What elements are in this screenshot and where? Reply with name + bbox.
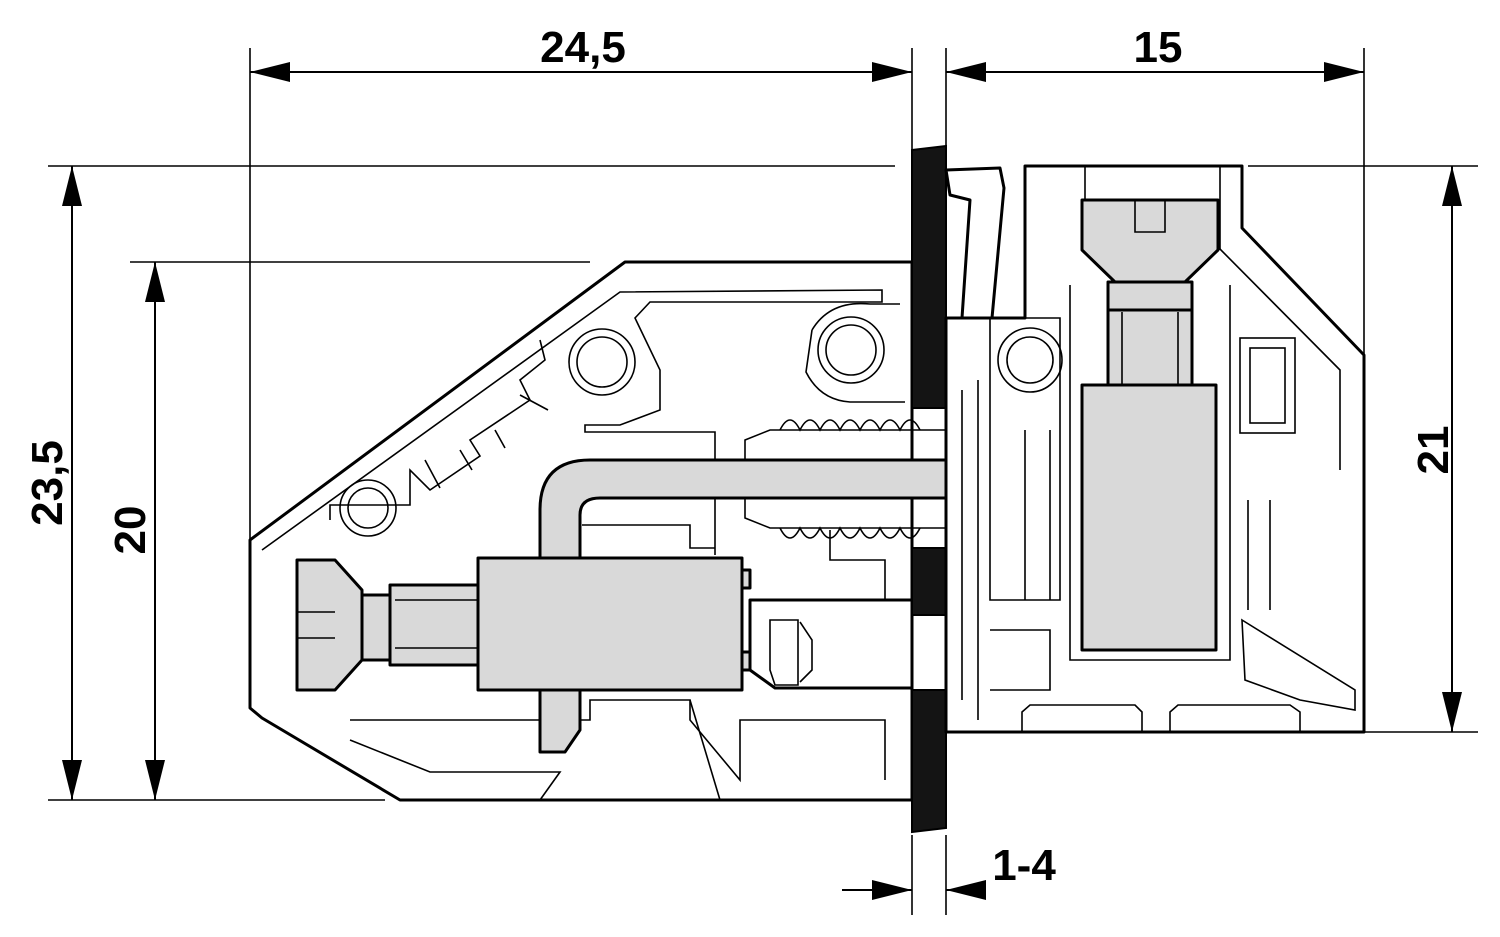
dim-label-body-height: 20 <box>106 506 155 555</box>
dimension-lines <box>48 48 1478 915</box>
dim-label-right-height: 21 <box>1409 426 1458 475</box>
right-clamp-body <box>1080 383 1218 652</box>
dim-label-panel-thickness: 1-4 <box>992 841 1056 890</box>
left-clamp-screw <box>295 558 482 692</box>
right-clamp-screw <box>1080 198 1220 392</box>
plug-pin <box>748 598 914 690</box>
dim-label-width-right: 15 <box>1134 23 1183 72</box>
dim-label-width-left: 24,5 <box>540 23 626 72</box>
dim-label-total-height: 23,5 <box>23 440 72 526</box>
left-clamp-body <box>476 556 752 754</box>
